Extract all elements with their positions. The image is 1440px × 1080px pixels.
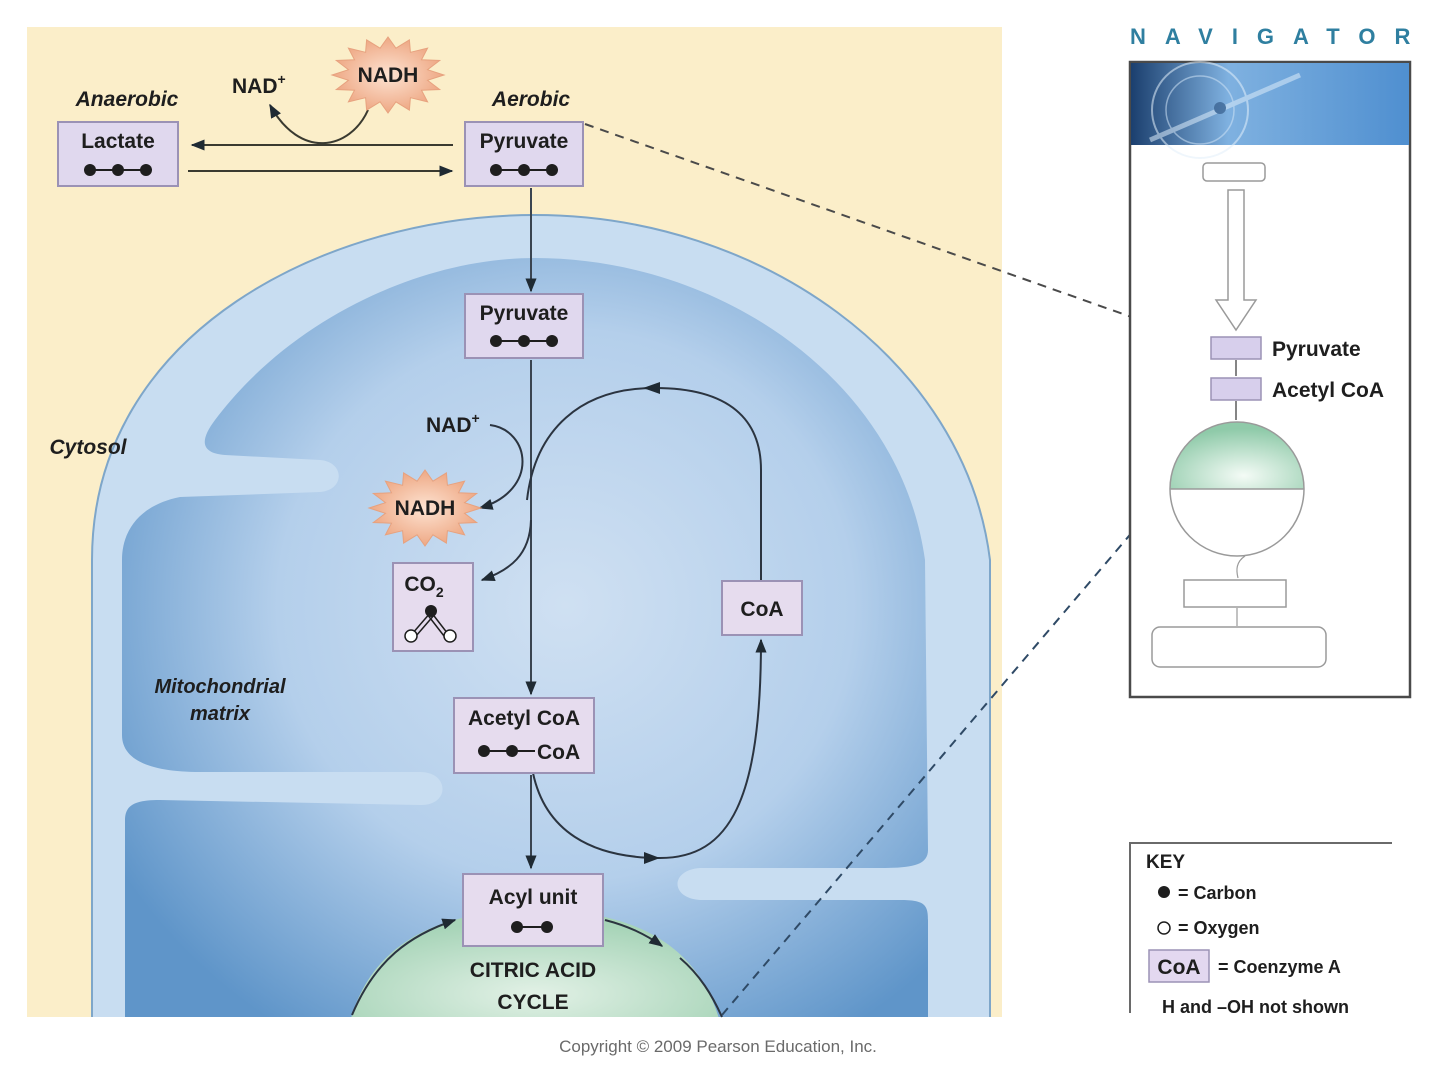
- citric-acid-cycle-dome: [351, 910, 719, 1017]
- acyl-unit-molecule: Acyl unit: [462, 873, 604, 947]
- navigator-link-pyruvate: [584, 123, 1209, 345]
- carbon-atom: [511, 921, 523, 933]
- navigator-title: NAVIGATOR: [1130, 24, 1430, 49]
- navigator-acetyl-coa-label: Acetyl CoA: [1272, 379, 1384, 402]
- cycle-entry-arrow: [351, 918, 457, 1016]
- anaerobic-label: Anaerobic: [75, 88, 179, 111]
- navigator-link-cycle: [721, 489, 1169, 1016]
- carbon-atom: [140, 164, 152, 176]
- navigator-etc-box: [1183, 579, 1287, 608]
- navigator-oxphos-box: [1151, 626, 1327, 668]
- coa-release-arrow: [532, 638, 767, 860]
- oxygen-atom: [404, 629, 418, 643]
- cycle-exit-arrow: [604, 919, 664, 947]
- acetyl-coa-label: Acetyl CoA: [468, 707, 580, 730]
- carbon-atom: [541, 921, 553, 933]
- pyruvate-matrix-label: Pyruvate: [480, 302, 569, 325]
- carbon-atom: [490, 335, 502, 347]
- copyright-notice: Copyright © 2009 Pearson Education, Inc.: [559, 1037, 877, 1056]
- citric-acid-cycle-label-line2: CYCLE: [497, 991, 568, 1014]
- oxygen-legend-icon: [1157, 921, 1171, 935]
- carbon-atom: [425, 605, 437, 617]
- coa-molecule: CoA: [721, 580, 803, 636]
- navigator-acetyl-coa-box: [1210, 377, 1262, 401]
- pyruvate-cytosol-molecule: Pyruvate: [464, 121, 584, 187]
- navigator-glycolysis-arrow: [1214, 189, 1258, 332]
- pyruvate-matrix-molecule: Pyruvate: [464, 293, 584, 359]
- carbon-atom: [84, 164, 96, 176]
- coa-release-midarrow: [644, 852, 660, 864]
- nadh-label-matrix: NADH: [395, 497, 456, 520]
- key-title: KEY: [1146, 852, 1185, 873]
- nad-to-nadh-arrow-matrix: [478, 424, 524, 510]
- carbon-atom: [518, 335, 530, 347]
- co2-label: CO2: [404, 573, 444, 600]
- nad-plus-label-cytosol: NAD+: [232, 71, 286, 98]
- carbon-atom: [490, 164, 502, 176]
- navigator-pyruvate-box: [1210, 336, 1262, 360]
- key-coa-description: = Coenzyme A: [1218, 957, 1341, 977]
- nadh-to-nad-arrow-cytosol: [269, 103, 369, 145]
- aerobic-label: Aerobic: [491, 88, 571, 111]
- cycle-continue-arc: [679, 957, 723, 1018]
- cytosol-label: Cytosol: [49, 436, 127, 459]
- nadh-burst-matrix: NADH: [367, 469, 483, 547]
- oxygen-atom: [443, 629, 457, 643]
- navigator-cycle-highlight: [1170, 422, 1304, 489]
- key-carbon-label: = Carbon: [1178, 883, 1257, 903]
- acyl-unit-label: Acyl unit: [489, 886, 578, 909]
- citric-acid-cycle-label-line1: CITRIC ACID: [470, 959, 596, 982]
- matrix-label-line1: Mitochondrial: [154, 676, 286, 698]
- acetyl-coa-formula-coa: CoA: [537, 741, 580, 764]
- nad-plus-label-matrix: NAD+: [426, 410, 480, 437]
- key-coa-box-label: CoA: [1157, 956, 1200, 979]
- carbon-atom: [518, 164, 530, 176]
- key-legend: KEY = Carbon = Oxygen CoA = Coenzyme A H…: [1129, 842, 1392, 1017]
- coa-loop-arrowhead: [643, 382, 660, 394]
- nadh-label-cytosol: NADH: [358, 64, 419, 87]
- lactate-label: Lactate: [81, 130, 155, 153]
- pyruvate-cytosol-label: Pyruvate: [480, 130, 569, 153]
- co2-release-arrow: [480, 519, 532, 582]
- matrix-label-line2: matrix: [190, 703, 251, 725]
- navigator-panel: Pyruvate Acetyl CoA: [1128, 60, 1412, 699]
- key-note: H and –OH not shown: [1162, 997, 1349, 1017]
- compass-icon: [1149, 61, 1301, 159]
- navigator-pyruvate-label: Pyruvate: [1272, 338, 1361, 361]
- co2-molecule: CO2: [392, 562, 474, 652]
- carbon-legend-icon: [1158, 886, 1170, 898]
- key-oxygen-label: = Oxygen: [1178, 918, 1260, 938]
- coa-label: CoA: [740, 598, 783, 621]
- carbon-atom: [546, 164, 558, 176]
- key-coa-box: [1148, 949, 1210, 983]
- lactate-molecule: Lactate: [57, 121, 179, 187]
- acetyl-coa-molecule: Acetyl CoA CoA: [453, 697, 595, 774]
- nadh-burst-cytosol: NADH: [330, 36, 446, 114]
- carbon-atom: [546, 335, 558, 347]
- carbon-atom: [478, 745, 490, 757]
- carbon-atom: [506, 745, 518, 757]
- navigator-header-image: [1131, 63, 1409, 145]
- carbon-atom: [112, 164, 124, 176]
